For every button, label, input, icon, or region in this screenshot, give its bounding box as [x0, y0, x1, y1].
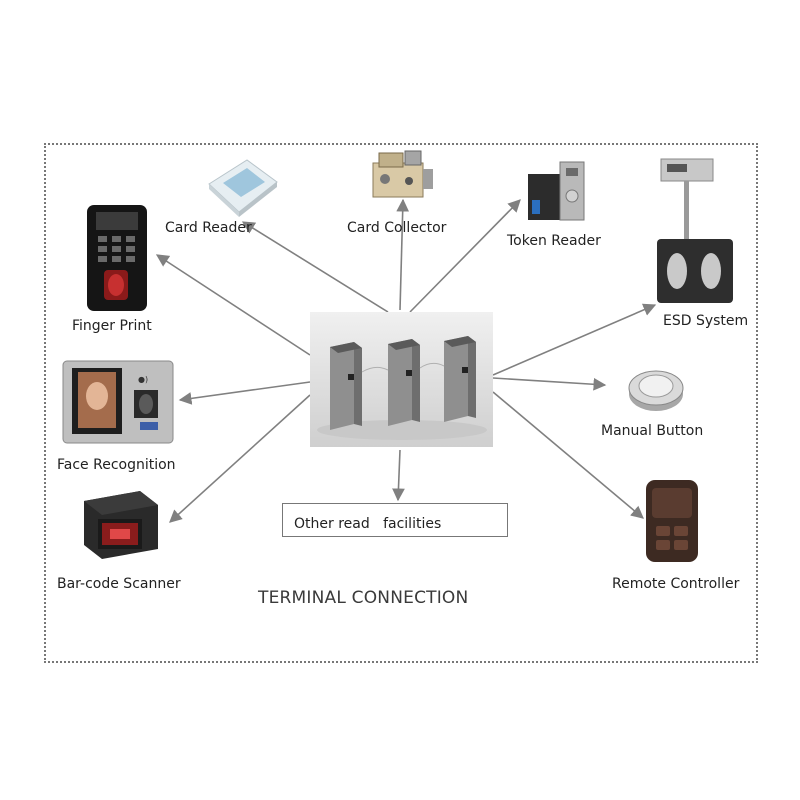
device-label: ESD System — [663, 313, 749, 329]
fingerprint-terminal-icon — [87, 205, 147, 311]
device-label: Face Recognition — [57, 457, 176, 473]
arrow-card-reader — [241, 221, 389, 313]
arrow-face-recognition — [178, 381, 311, 405]
arrow-finger-print — [155, 254, 311, 356]
card-reader-device — [205, 156, 280, 222]
device-label: Bar-code Scanner — [57, 576, 181, 592]
esd-system-device — [655, 157, 737, 309]
barcode-scanner-device — [76, 487, 162, 567]
turnstile-gates-icon — [317, 336, 487, 440]
arrow-token-reader — [409, 199, 521, 313]
card-reader-icon — [208, 159, 278, 217]
diagram-frame — [44, 143, 758, 663]
arrow-card-collector — [396, 198, 410, 311]
manual-button-device — [626, 362, 686, 418]
face-recognition-terminal-icon: ●) — [62, 360, 174, 444]
turnstile-gates-hub — [310, 312, 493, 447]
face-recognition-device: ●) — [62, 360, 174, 448]
remote-control-icon — [646, 480, 698, 562]
device-label: Finger Print — [72, 318, 152, 334]
finger-print-device — [86, 204, 148, 316]
device-label: Card Reader — [165, 220, 252, 236]
diagram-title: TERMINAL CONNECTION — [258, 588, 469, 608]
device-label: Manual Button — [601, 423, 704, 439]
arrow-manual-button — [492, 377, 607, 391]
arrow-barcode-scanner — [169, 394, 311, 523]
card-collector-icon — [372, 150, 433, 198]
other-facilities-box: Other read facilities — [282, 503, 508, 537]
svg-text:●): ●) — [138, 375, 148, 384]
esd-tester-icon — [657, 158, 733, 303]
barcode-scanner-icon — [84, 491, 158, 559]
device-label: Remote Controller — [612, 576, 740, 592]
token-reader-icon — [528, 161, 585, 221]
arrow-remote-controller — [492, 391, 644, 519]
push-button-icon — [628, 370, 684, 411]
device-label: Token Reader — [507, 233, 601, 249]
card-collector-device — [365, 145, 437, 207]
arrow-esd-system — [492, 303, 657, 376]
device-label: Card Collector — [347, 220, 447, 236]
arrow-other-facilities — [392, 449, 405, 502]
remote-controller-device — [644, 478, 700, 568]
other-facilities-label: Other read facilities — [294, 516, 442, 532]
token-reader-device — [522, 156, 592, 232]
